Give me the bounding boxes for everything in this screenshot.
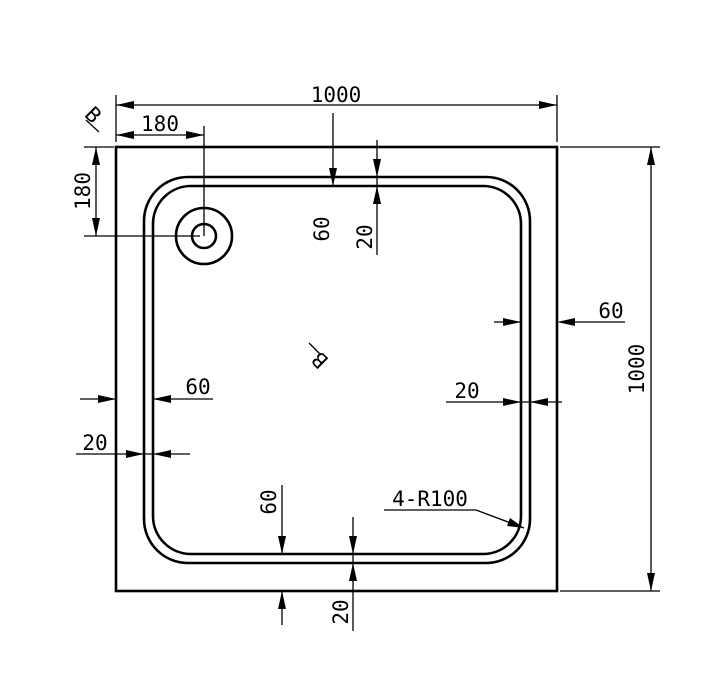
dimension-rim-right-outer: 60	[494, 299, 625, 326]
drain-offset-x-label: 180	[141, 112, 179, 136]
rim-top-inner-label: 20	[353, 224, 377, 249]
tray-outline	[114, 145, 559, 593]
dimension-rim-left-outer: 60	[80, 375, 213, 403]
rim-left-outer-label: 60	[185, 375, 210, 399]
dimension-rim-right-inner: 20	[446, 379, 562, 406]
slope-mark-corner-label: B	[80, 102, 106, 128]
dimension-rim-bottom-inner: 20	[329, 517, 357, 631]
dimension-rim-left-inner: 20	[76, 431, 190, 458]
slope-mark-center-label: B	[307, 347, 333, 373]
dimension-drain-offset-y: 180	[71, 146, 200, 237]
dimension-rim-bottom-outer: 60	[257, 485, 286, 625]
drain-offset-y-label: 180	[71, 172, 95, 210]
basin-outer-edge	[142, 175, 532, 565]
overall-width-label: 1000	[311, 83, 362, 107]
basin-inner-edge	[151, 184, 523, 556]
dimension-overall-height: 1000	[560, 146, 660, 592]
dimension-rim-top-outer: 60	[310, 113, 337, 242]
rim-bottom-inner-label: 20	[329, 599, 353, 624]
dimension-overall-width: 1000	[115, 83, 558, 142]
rim-left-inner-label: 20	[82, 431, 107, 455]
slope-mark-corner: B	[80, 102, 106, 133]
rim-right-outer-label: 60	[598, 299, 623, 323]
dimension-drain-offset-x: 180	[116, 112, 205, 236]
corner-radius-label: 4-R100	[392, 487, 468, 511]
corner-radius-callout: 4-R100	[384, 487, 525, 529]
rim-right-inner-label: 20	[454, 379, 479, 403]
slope-mark-center: B	[307, 342, 333, 373]
dimension-rim-top-inner: 20	[353, 140, 381, 255]
overall-height-label: 1000	[625, 344, 649, 395]
rim-top-outer-label: 60	[310, 216, 334, 241]
rim-bottom-outer-label: 60	[257, 489, 281, 514]
